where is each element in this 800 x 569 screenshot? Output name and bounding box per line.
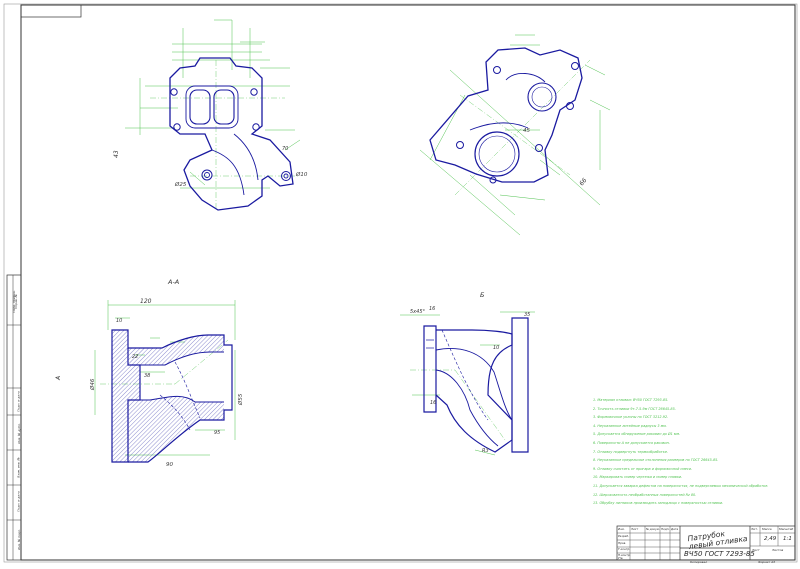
role-4: Утв. [618, 556, 624, 560]
view-section-aa [94, 300, 236, 463]
view-b-label: Б [480, 291, 485, 299]
header-scale: Масштаб [779, 527, 794, 531]
note-line: 12. Шероховатость необработанных поверхн… [593, 492, 697, 497]
dim-top-left-3: Ø10 [295, 171, 308, 178]
note-line: 3. Формовочные уклоны по ГОСТ 3212-92. [593, 415, 669, 420]
side-label-3: Инв. № дубл. [16, 423, 21, 444]
dim-view-b-6: R3 [482, 448, 489, 454]
note-line: 7. Отливку подвергнуть термообработке. [593, 449, 668, 454]
note-line: 5. Допускается обнаружение раковин до Ø1… [593, 432, 681, 437]
note-line: 13. Обрубку литников производить заподли… [593, 501, 724, 506]
dim-section-6: 22 [132, 354, 138, 360]
role-1: Пров. [618, 541, 627, 545]
dim-top-left-1: 43 [113, 150, 120, 158]
row-label-4: Дата [671, 527, 679, 531]
dim-section-8: 95 [214, 430, 220, 436]
note-line: 2. Точность отливки 9т-7-5-9м ГОСТ 26645… [593, 406, 676, 411]
role-2: Т.контр. [618, 547, 631, 551]
row-label-1: Лист [631, 527, 639, 531]
view-top-right [419, 34, 611, 236]
dim-section-7: 38 [144, 373, 150, 379]
dim-top-left-2: Ø25 [174, 181, 187, 188]
dim-top-left-4: 70 [282, 146, 288, 152]
sheet-label: Лист [752, 548, 760, 552]
dim-view-b-4: 16 [430, 400, 436, 406]
side-label-1: Справ. № [13, 294, 18, 309]
view-top-left [125, 19, 301, 211]
header-lit: Лит. [751, 527, 758, 531]
dim-section-1: 120 [140, 298, 152, 305]
note-line: 6. Поверхности А не допускается раковин. [593, 441, 670, 445]
title-block [616, 525, 796, 561]
row-label-3: Подп. [661, 527, 670, 531]
dim-view-b-3: 35 [524, 312, 530, 318]
note-line: 8. Неуказанные предельные отклонения раз… [593, 458, 719, 463]
note-line: 11. Допускается заварка дефектов на пове… [593, 484, 769, 488]
scale-value: 1:1 [783, 536, 792, 542]
dim-view-b-5: 10 [493, 345, 499, 351]
dim-section-4: 90 [166, 462, 173, 468]
material: ВЧ50 ГОСТ 7293-85 [684, 550, 755, 558]
outer-frame [3, 3, 798, 563]
side-strip [6, 274, 22, 561]
side-label-4: Взам. инв. № [16, 457, 21, 478]
sheets-label: Листов [772, 548, 784, 552]
note-line: 4. Неуказанные литейные радиусы 3 мм. [593, 423, 667, 428]
view-b [400, 311, 535, 456]
section-aa-label: А-А [167, 278, 179, 286]
note-line: 1. Материал отливки: ВЧ50 ГОСТ 7293-85. [593, 398, 669, 402]
role-3: Н.контр. [618, 553, 631, 557]
section-arrow-label: А [55, 376, 62, 381]
side-label-6: Инв. № подл. [16, 529, 21, 550]
note-line: 9. Отливку очистить от пригара и формово… [593, 466, 693, 471]
side-label-5: Подп. и дата [16, 491, 21, 512]
row-label-0: Изм. [618, 527, 625, 531]
dim-section-5: 10 [116, 318, 122, 324]
dim-top-right-1: 66 [578, 177, 588, 187]
copied-label: Копировал [690, 560, 708, 564]
top-stamp [20, 4, 82, 18]
dim-section-2: Ø46 [89, 378, 96, 391]
row-label-2: № докум. [646, 527, 660, 531]
note-line: 10. Маркировать номер чертежа и номер пл… [593, 475, 683, 480]
mass-value: 2,49 [764, 536, 777, 542]
dim-top-right-2: 45 [523, 128, 530, 134]
dim-view-b-2: 16 [429, 306, 435, 312]
side-label-2: Подп. и дата [16, 391, 21, 412]
format-label: Формат А3 [758, 560, 776, 564]
header-mass: Масса [762, 527, 772, 531]
role-0: Разраб. [618, 534, 629, 538]
dim-section-3: Ø55 [237, 393, 244, 406]
dim-view-b-1: 5х45° [410, 309, 426, 315]
